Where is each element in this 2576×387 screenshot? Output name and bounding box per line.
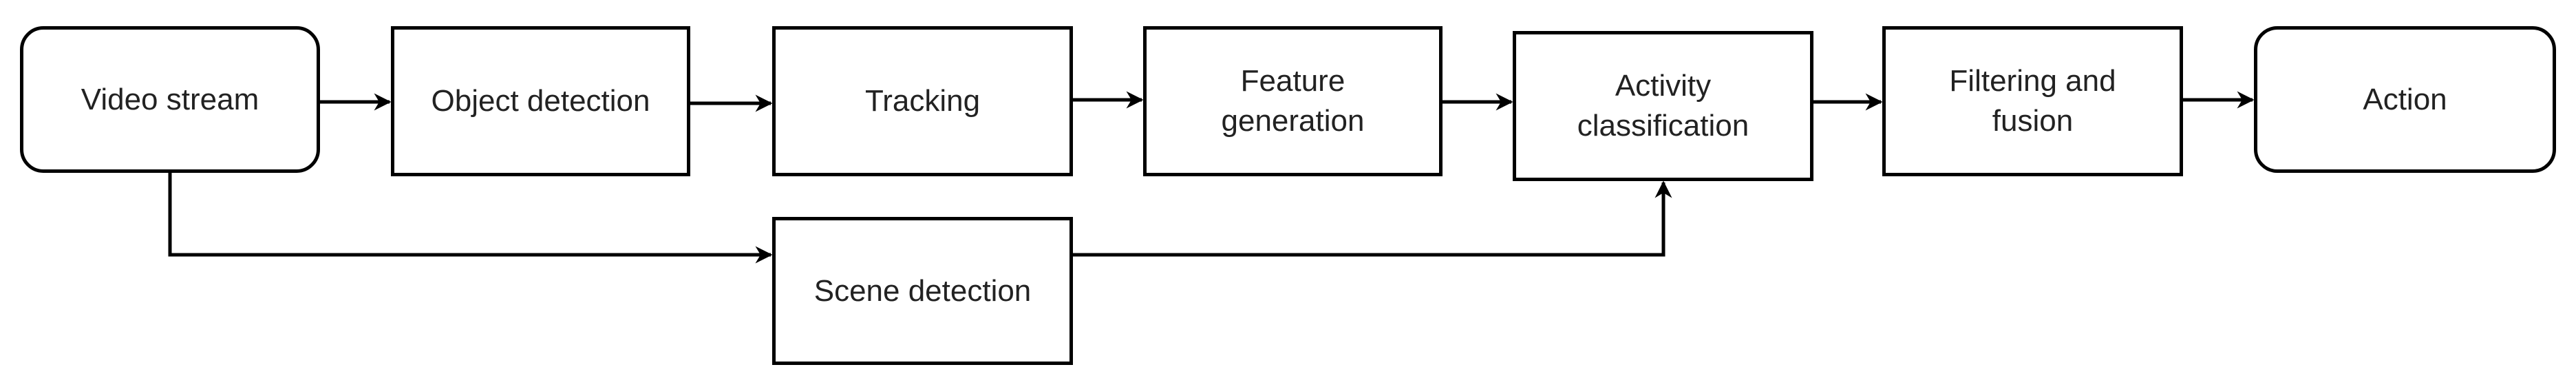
node-label: Filtering and fusion <box>1949 64 2116 138</box>
node-action[interactable]: Action <box>2254 26 2556 173</box>
node-tracking[interactable]: Tracking <box>772 26 1073 176</box>
node-label: Activity classification <box>1577 69 1749 143</box>
node-label: Feature generation <box>1221 64 1365 138</box>
node-video-stream[interactable]: Video stream <box>20 26 320 173</box>
node-feature-generation[interactable]: Feature generation <box>1143 26 1443 176</box>
node-label: Video stream <box>81 82 259 116</box>
node-label: Action <box>2363 82 2447 116</box>
node-object-detection[interactable]: Object detection <box>391 26 690 176</box>
edge-video-to-scene-detection <box>168 173 773 264</box>
node-activity-classification[interactable]: Activity classification <box>1513 31 1813 181</box>
node-label: Tracking <box>864 84 981 118</box>
node-filtering-and-fusion[interactable]: Filtering and fusion <box>1882 26 2183 176</box>
node-scene-detection[interactable]: Scene detection <box>772 217 1073 365</box>
edge-scene-detection-to-activity <box>1073 180 1672 257</box>
node-label: Object detection <box>431 84 650 118</box>
node-label: Scene detection <box>813 273 1032 308</box>
